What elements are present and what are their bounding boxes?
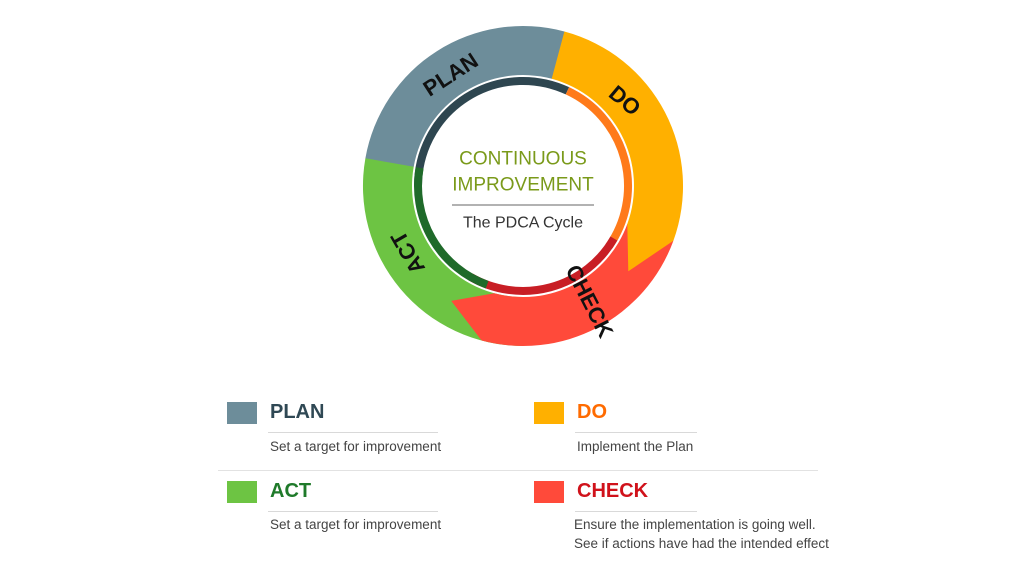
act-legend-title: ACT	[270, 480, 312, 502]
check-legend-desc-line-1: Ensure the implementation is going well.	[574, 517, 816, 532]
plan-legend-rule	[268, 432, 438, 433]
check-legend-title: CHECK	[577, 480, 649, 502]
check-legend-desc-line-2: See if actions have had the intended eff…	[574, 536, 829, 551]
plan-inner-arc	[414, 77, 570, 187]
act-segment	[362, 120, 523, 347]
do-swatch	[534, 402, 564, 424]
do-legend-rule	[575, 432, 697, 433]
center-title-line-2: IMPROVEMENT	[452, 175, 594, 196]
plan-legend-title: PLAN	[270, 401, 325, 423]
act-inner-arc	[414, 167, 489, 289]
act-legend-rule	[268, 511, 438, 512]
do-inner-arc	[565, 87, 632, 249]
plan-swatch	[227, 402, 257, 424]
legend-divider	[218, 470, 818, 471]
center-subtitle: The PDCA Cycle	[463, 215, 583, 232]
act-legend-desc: Set a target for improvement	[270, 517, 442, 532]
check-legend-rule	[575, 511, 697, 512]
act-swatch	[227, 481, 257, 503]
check-swatch	[534, 481, 564, 503]
do-legend-desc: Implement the Plan	[577, 439, 694, 454]
plan-legend-desc: Set a target for improvement	[270, 439, 442, 454]
do-segment	[551, 31, 684, 272]
check-segment	[451, 224, 674, 346]
plan-segment	[365, 26, 595, 167]
check-inner-arc	[468, 236, 618, 295]
center-title-line-1: CONTINUOUS	[459, 149, 587, 170]
do-legend-title: DO	[577, 401, 607, 423]
